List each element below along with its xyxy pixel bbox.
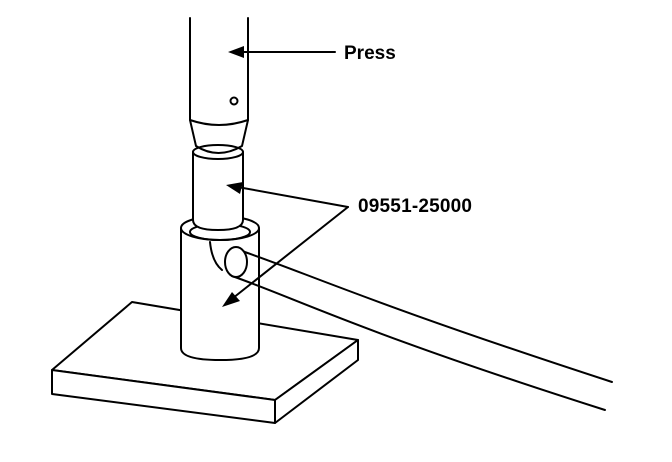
press-ram [189,17,249,154]
upper-insert [192,144,244,231]
lower-tool-body [180,215,260,361]
tube [224,246,613,411]
press-label: Press [344,43,396,64]
part-number-label: 09551-25000 [358,196,473,217]
press-leader-arrow [228,46,336,58]
part-leader-arrows [222,182,349,307]
